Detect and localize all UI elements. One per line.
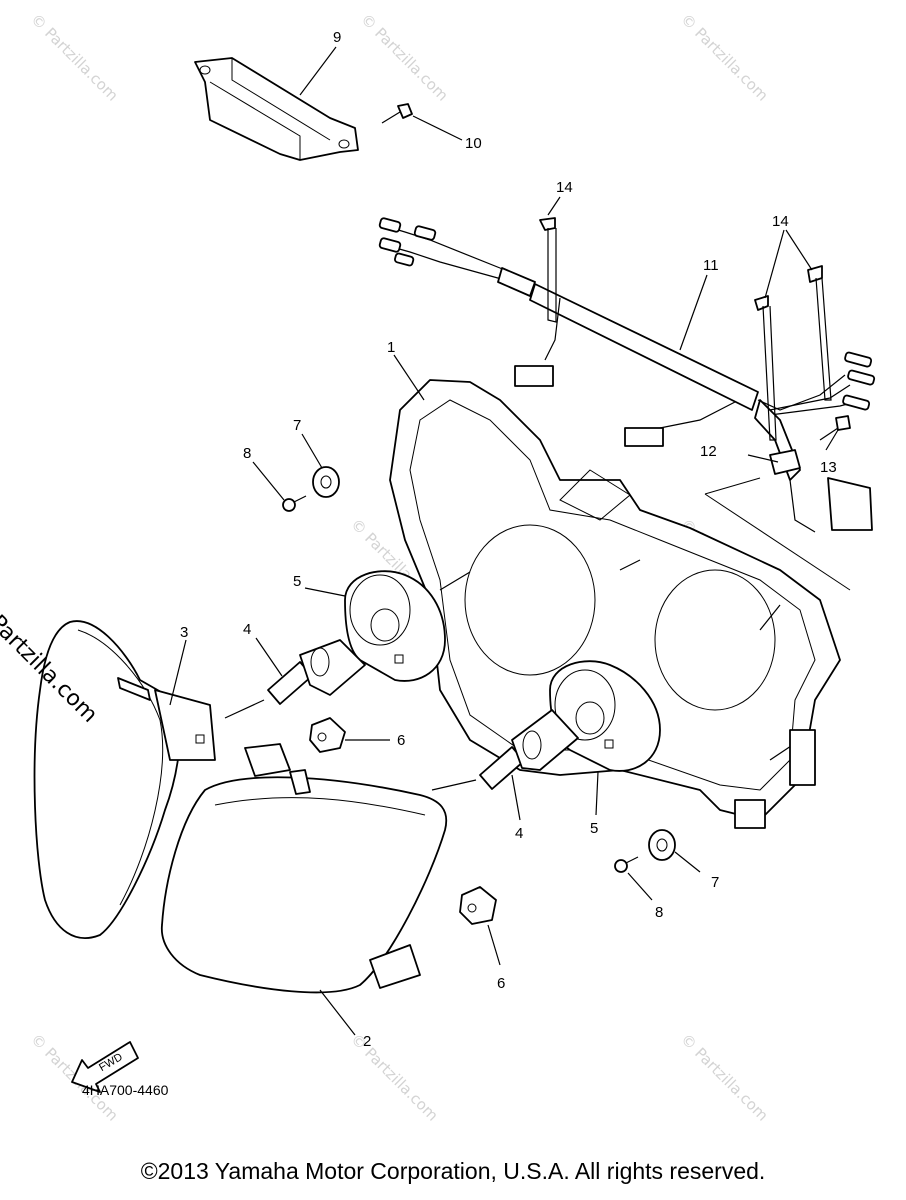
- callout-11: 11: [703, 257, 719, 274]
- callout-12: 12: [700, 443, 717, 460]
- callout-4-lower: 4: [515, 825, 523, 842]
- damper-part-6-lower: [459, 886, 497, 925]
- callout-8-upper: 8: [243, 445, 251, 462]
- grommet-part-7-lower: [648, 829, 676, 861]
- screw-part-13: [819, 415, 851, 441]
- leader-lines: [169, 46, 839, 1036]
- callout-9: 9: [333, 29, 341, 46]
- callouts: 9 10 14 14 11 1 12 13 7 8 5 4 3 6 4 5 7 …: [180, 29, 837, 1050]
- copyright-notice: ©2013 Yamaha Motor Corporation, U.S.A. A…: [140, 1158, 766, 1184]
- screw-part-8-upper: [282, 495, 307, 512]
- callout-8-lower: 8: [655, 904, 663, 921]
- watermark-text: © Partzilla.com: [677, 1030, 772, 1125]
- callout-14-left: 14: [556, 179, 573, 196]
- cable-tie-part-14: [539, 217, 832, 441]
- callout-3: 3: [180, 624, 188, 641]
- headlight-housing-part-1: [389, 379, 841, 829]
- callout-4-upper: 4: [243, 621, 251, 638]
- damper-part-6-upper: [309, 717, 346, 753]
- watermark-text: © Partzilla.com: [27, 10, 122, 105]
- diagram-code: 4HA700-4460: [82, 1082, 169, 1098]
- clamp-part-12: [769, 449, 801, 475]
- watermark-text: © Partzilla.com: [357, 10, 452, 105]
- callout-13: 13: [820, 459, 837, 476]
- callout-7-lower: 7: [711, 874, 719, 891]
- bulb-socket-part-5-upper: [344, 570, 471, 682]
- watermark-text: © Partzilla.com: [677, 10, 772, 105]
- wire-harness-part-11: [378, 217, 876, 591]
- grommet-part-7-upper: [312, 466, 340, 498]
- lens-part-3: [33, 620, 216, 939]
- lens-part-2: [161, 743, 448, 994]
- callout-5-lower: 5: [590, 820, 598, 837]
- bulb-part-4-lower: [479, 709, 579, 790]
- position-light-part-9: [194, 57, 359, 161]
- callout-6-upper: 6: [397, 732, 405, 749]
- callout-5-upper: 5: [293, 573, 301, 590]
- callout-6-lower: 6: [497, 975, 505, 992]
- bulb-part-4-upper: [267, 639, 366, 705]
- watermark-text: © Partzilla.com: [347, 1030, 442, 1125]
- callout-7-upper: 7: [293, 417, 301, 434]
- callout-14-right: 14: [772, 213, 789, 230]
- callout-2: 2: [363, 1033, 371, 1050]
- callout-1: 1: [387, 339, 395, 356]
- screw-part-8-lower: [614, 856, 639, 873]
- screw-part-10: [381, 103, 413, 124]
- callout-10: 10: [465, 135, 482, 152]
